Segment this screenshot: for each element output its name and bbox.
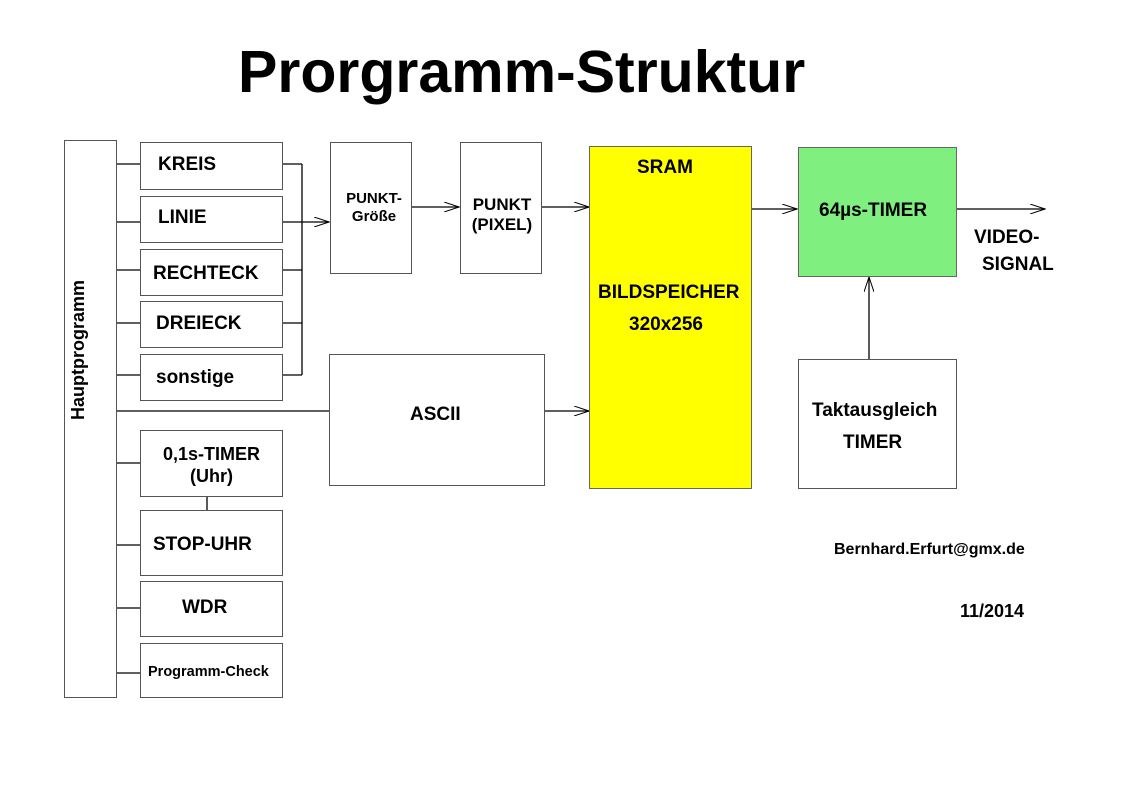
stop-uhr-label: STOP-UHR [153,534,252,555]
rechteck-label: RECHTECK [153,263,259,284]
main-program-label: Hauptprogramm [68,279,88,420]
video-signal-label: VIDEO- SIGNAL [974,224,1054,278]
programm-check-box [140,643,283,698]
taktausgleich-label: Taktausgleich TIMER [812,395,937,459]
timer-01s-line2: (Uhr) [190,465,233,486]
timer-01s-box [140,430,283,497]
linie-label: LINIE [158,207,207,228]
rechteck-box [140,249,283,296]
stop-uhr-box [140,510,283,576]
page-title: Prorgramm-Struktur [238,39,806,105]
taktausgleich-line1: Taktausgleich [812,400,938,421]
ascii-label: ASCII [410,404,461,425]
punkt-groesse-line2: Größe [351,208,397,225]
wdr-box [140,581,283,637]
timer-01s-line1: 0,1s-TIMER [162,444,261,464]
video-signal-line1: VIDEO- [974,227,1040,248]
sonstige-label: sonstige [156,367,235,388]
wdr-label: WDR [182,597,228,618]
programm-check-label: Programm-Check [148,664,269,680]
dreieck-box [140,301,283,348]
punkt-pixel-line2: (PIXEL) [471,215,533,235]
sonstige-box [140,354,283,401]
sram-box [589,146,752,489]
punkt-pixel-line1: PUNKT [472,195,532,214]
date-text: 11/2014 [960,601,1025,621]
punkt-pixel-box [460,142,542,274]
kreis-label: KREIS [158,154,217,175]
linie-box [140,196,283,243]
timer-64us-label: 64µs-TIMER [819,200,928,221]
bildspeicher-size: 320x256 [629,314,703,335]
punkt-pixel-label: PUNKT (PIXEL) [458,195,546,236]
timer-01s-label: 0,1s-TIMER (Uhr) [140,444,283,487]
email-text: Bernhard.Erfurt@gmx.de [834,541,1025,558]
dreieck-label: DREIECK [156,313,242,334]
main-program-box [64,140,117,698]
taktausgleich-line2: TIMER [843,432,903,453]
taktausgleich-box [798,359,957,489]
punkt-groesse-line1: PUNKT- [346,190,402,207]
bildspeicher-label: BILDSPEICHER [598,282,740,303]
video-signal-line2: SIGNAL [982,254,1054,275]
timer-64us-box [798,147,957,277]
sram-label: SRAM [637,157,693,178]
kreis-box [140,142,283,190]
punkt-groesse-box [330,142,412,274]
ascii-box [329,354,545,486]
punkt-groesse-label: PUNKT- Größe [330,190,418,226]
